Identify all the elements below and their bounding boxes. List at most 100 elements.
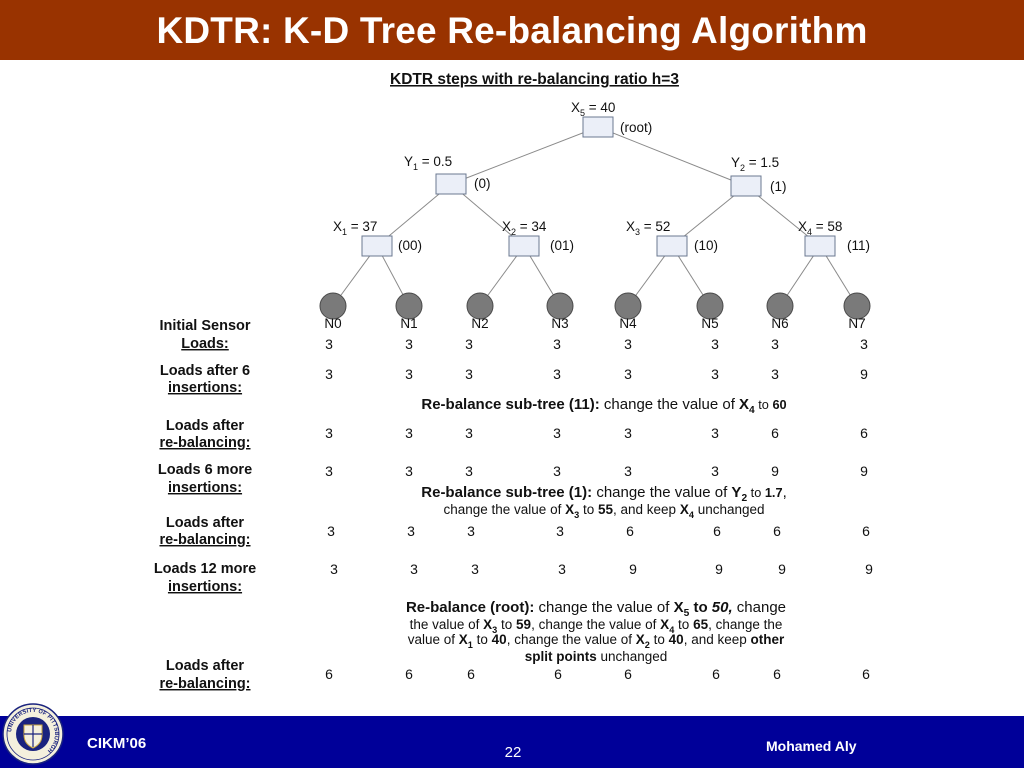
load-value: 6 [862, 523, 870, 539]
sensor-leaf [766, 292, 794, 320]
split-value: Y2 = 1.5 [731, 155, 779, 173]
note-line: change the value of X3 to 55, and keep X… [443, 502, 764, 520]
node-box [361, 235, 393, 257]
load-value: 6 [325, 666, 333, 682]
split-value: X3 = 52 [626, 219, 670, 237]
leaf-label: N4 [619, 316, 637, 331]
node-code: (11) [847, 238, 870, 253]
load-value: 3 [711, 425, 719, 441]
load-value: 9 [778, 561, 786, 577]
load-value: 9 [860, 366, 868, 382]
university-seal-icon: UNIVERSITY OF PITTSBURGH [2, 703, 64, 765]
rebalance-note: Re-balance (root): change the value of X… [406, 599, 786, 664]
sensor-leaf [546, 292, 574, 320]
load-value: 3 [405, 336, 413, 352]
row-label: insertions: [168, 480, 242, 496]
load-value: 3 [553, 463, 561, 479]
load-value: 9 [860, 463, 868, 479]
load-value: 3 [465, 336, 473, 352]
node-code: (0) [474, 176, 491, 191]
leaf-label: N3 [551, 316, 568, 331]
load-value: 9 [865, 561, 873, 577]
row-label: insertions: [168, 380, 242, 396]
sensor-leaf [395, 292, 423, 320]
load-value: 6 [862, 666, 870, 682]
load-value: 3 [325, 336, 333, 352]
load-value: 3 [558, 561, 566, 577]
sensor-leaf [843, 292, 871, 320]
sensor-leaf [466, 292, 494, 320]
rebalance-notes: Re-balance sub-tree (11): change the val… [406, 396, 787, 664]
node-box [804, 235, 836, 257]
load-value: 6 [773, 666, 781, 682]
node-code: (1) [770, 179, 787, 194]
sensor-leaf [319, 292, 347, 320]
leaf-label: N6 [771, 316, 788, 331]
page-number: 22 [504, 744, 522, 761]
row-label: Loads 12 more [154, 561, 256, 577]
load-value: 3 [553, 336, 561, 352]
load-value: 3 [553, 425, 561, 441]
footer-bar: CIKM’06 22 Mohamed Aly [0, 716, 1024, 768]
load-value: 3 [330, 561, 338, 577]
split-value: X2 = 34 [502, 219, 547, 237]
node-code: (01) [550, 238, 574, 253]
tree-node-n00: X1 = 37(00) [333, 219, 422, 257]
node-box [656, 235, 688, 257]
leaf-label: N1 [400, 316, 417, 331]
split-value: X5 = 40 [571, 100, 615, 118]
node-code: (root) [620, 120, 652, 135]
leaf-label: N0 [324, 316, 341, 331]
sensor-leaf [614, 292, 642, 320]
note-line: value of X1 to 40, change the value of X… [408, 632, 785, 650]
load-value: 6 [554, 666, 562, 682]
tree-node-n0: Y1 = 0.5(0) [404, 154, 491, 195]
row-label: re-balancing: [159, 532, 250, 548]
tree-node-n10: X3 = 52(10) [626, 219, 718, 257]
figure-caption: KDTR steps with re-balancing ratio h=3 [390, 71, 679, 88]
load-value: 3 [711, 463, 719, 479]
row-label: Loads after [166, 658, 245, 674]
load-value: 6 [773, 523, 781, 539]
load-value: 6 [860, 425, 868, 441]
load-value: 3 [467, 523, 475, 539]
load-value: 3 [556, 523, 564, 539]
footer-conference: CIKM’06 [87, 735, 147, 752]
tree-edge [450, 126, 599, 185]
load-value: 6 [713, 523, 721, 539]
load-value: 3 [325, 425, 333, 441]
note-line: Re-balance (root): change the value of X… [406, 599, 786, 619]
row-label: Initial Sensor [159, 318, 250, 334]
tree-node-n1: Y2 = 1.5 (1) [730, 155, 787, 197]
load-value: 3 [711, 366, 719, 382]
load-value: 3 [327, 523, 335, 539]
row-label: insertions: [168, 579, 242, 595]
load-value: 3 [407, 523, 415, 539]
tree-node-n11: X4 = 58(11) [798, 219, 870, 257]
rebalance-note: Re-balance sub-tree (1): change the valu… [421, 484, 786, 520]
leaf-label: N7 [848, 316, 865, 331]
slide-title: KDTR: K-D Tree Re-balancing Algorithm [156, 10, 868, 51]
load-value: 6 [467, 666, 475, 682]
rebalance-note: Re-balance sub-tree (11): change the val… [421, 396, 786, 416]
load-value: 3 [860, 336, 868, 352]
load-value: 9 [629, 561, 637, 577]
row-label: Loads 6 more [158, 462, 252, 478]
load-value: 3 [325, 366, 333, 382]
load-value: 3 [624, 425, 632, 441]
load-value: 3 [471, 561, 479, 577]
row-label: re-balancing: [159, 676, 250, 692]
node-box [435, 173, 467, 195]
split-value: X1 = 37 [333, 219, 377, 237]
load-value: 3 [624, 463, 632, 479]
load-value: 9 [715, 561, 723, 577]
sensor-leaf [696, 292, 724, 320]
footer-author: Mohamed Aly [766, 738, 857, 754]
load-value: 3 [405, 366, 413, 382]
row-label: Loads after 6 [160, 363, 250, 379]
